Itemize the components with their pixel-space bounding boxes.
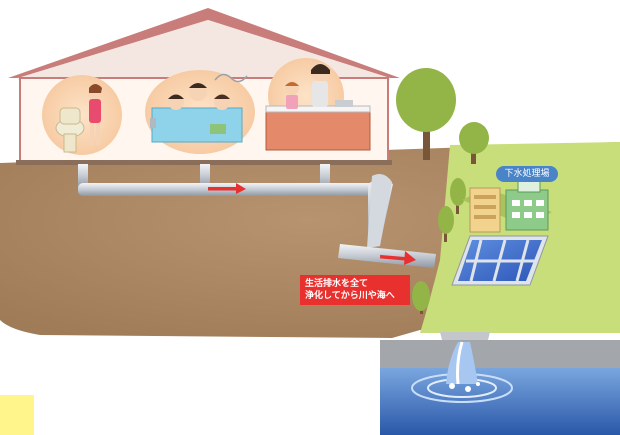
tree-small-1 <box>450 178 466 214</box>
tree-small-2 <box>438 206 454 242</box>
river-outflow <box>380 332 620 435</box>
treatment-plant-label: 下水処理場 <box>496 166 558 182</box>
tree-small-3 <box>412 281 430 314</box>
corner-highlight-square <box>0 395 34 435</box>
callout-line-1: 生活排水を全て <box>305 279 369 289</box>
purification-callout: 生活排水を全て 浄化してから川や海へ <box>300 275 410 305</box>
flow-arrow-1 <box>208 183 246 194</box>
tree-medium <box>459 122 489 164</box>
toilet-scene <box>42 75 122 155</box>
flow-arrow-2 <box>379 251 416 265</box>
bath-scene <box>145 70 255 154</box>
tree-large <box>396 68 456 160</box>
treatment-plant <box>451 179 552 286</box>
kitchen-scene <box>265 58 371 151</box>
callout-line-2: 浄化してから川や海へ <box>305 291 395 301</box>
